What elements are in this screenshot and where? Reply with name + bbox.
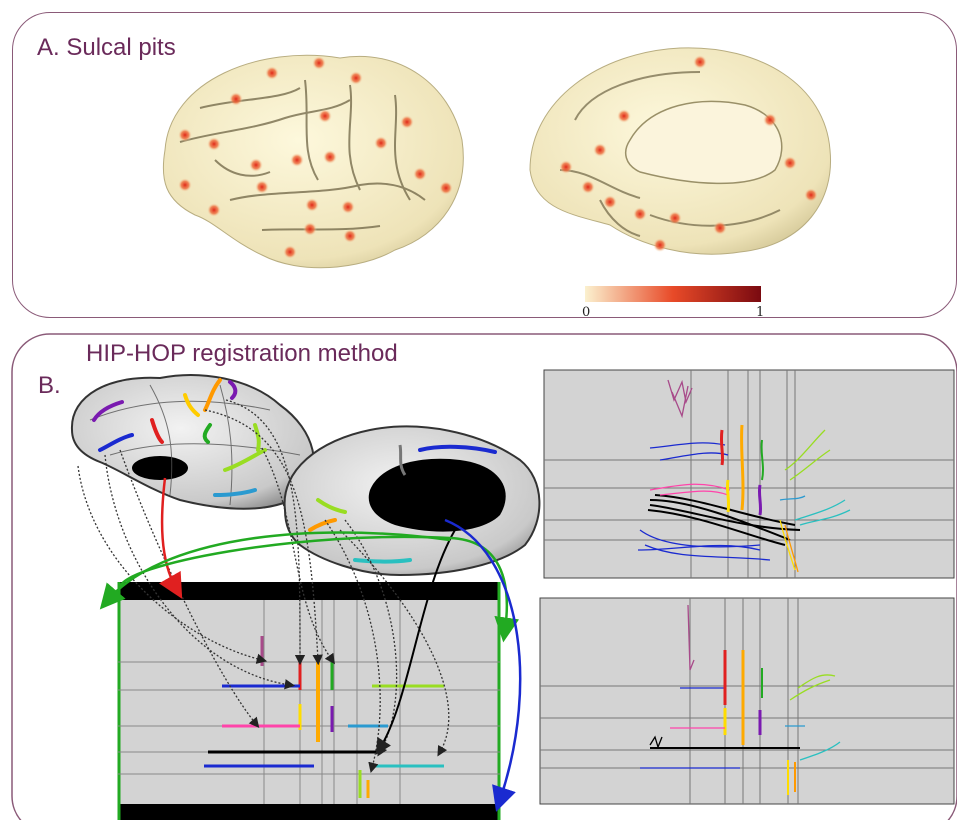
panel-b-title: HIP-HOP registration method	[86, 340, 398, 368]
grey-lateral-brain	[72, 375, 314, 509]
grey-medial-brain	[285, 427, 540, 575]
colorbar-min-label: 0	[582, 305, 590, 320]
medial-brain-surface	[530, 48, 831, 254]
registration-plot-before	[544, 370, 954, 578]
colorbar-max-label: 1	[756, 305, 764, 320]
lateral-brain-surface	[163, 55, 463, 267]
panel-b-letter: B.	[38, 372, 61, 400]
colorbar	[585, 286, 761, 302]
registration-plot-after	[540, 598, 954, 804]
insula-mask	[132, 456, 188, 480]
